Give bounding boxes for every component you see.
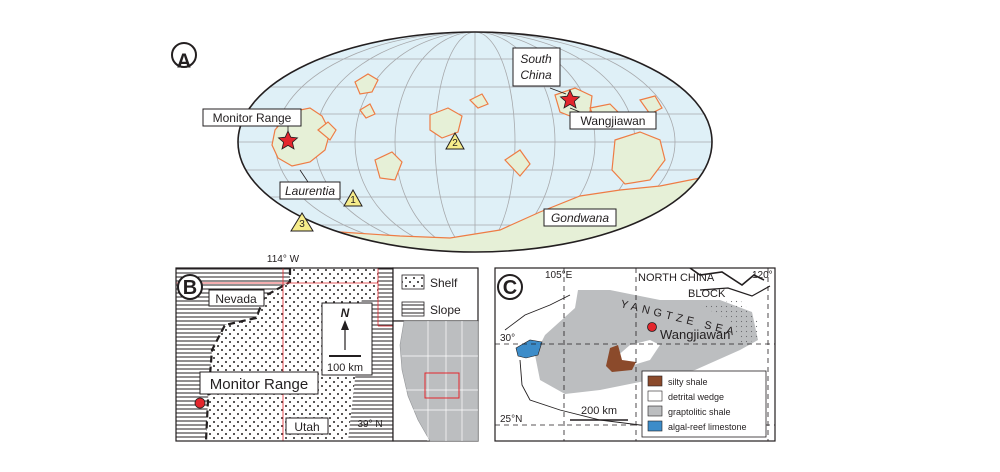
wangjiawan-star bbox=[559, 89, 581, 109]
legend-detrital-wedge-label: detrital wedge bbox=[668, 392, 724, 402]
wangjiawan-label: Wangjiawan bbox=[581, 114, 646, 128]
panel-a: A bbox=[171, 31, 713, 253]
panel-a-letter: A bbox=[177, 50, 191, 72]
lat-north-label: 30° bbox=[500, 333, 515, 344]
monitor-range-label-box bbox=[202, 108, 302, 127]
site-2-marker bbox=[445, 131, 465, 150]
laurentia-label-box bbox=[279, 181, 341, 200]
site-1-label: 1 bbox=[350, 195, 356, 206]
north-arrow-box bbox=[321, 302, 373, 376]
legend-slope-label: Slope bbox=[430, 303, 461, 317]
south-china-label-box bbox=[512, 47, 561, 87]
detrital-wedge-core bbox=[615, 340, 660, 366]
legend-shelf-swatch bbox=[401, 274, 425, 290]
algal-reef-area bbox=[515, 339, 543, 359]
site-3-label: 3 bbox=[299, 219, 305, 230]
panel-b-letter: B bbox=[183, 277, 197, 299]
graticule-c bbox=[495, 268, 775, 441]
monitor-range-label: Monitor Range bbox=[213, 111, 292, 125]
wangjiawan-label-box bbox=[569, 111, 657, 130]
panel-a-letter-circle bbox=[171, 42, 197, 68]
north-china-coast-2 bbox=[699, 285, 771, 297]
monitor-range-star bbox=[277, 130, 299, 150]
scale-label-b: 100 km bbox=[327, 362, 363, 374]
wangjiawan-site-label: Wangjiawan bbox=[660, 327, 730, 342]
globe-outline bbox=[237, 31, 713, 253]
north-china-coast bbox=[689, 268, 765, 286]
panel-c: C 105°E 120° 30° 25°N NORTH CHINA BLOCK … bbox=[494, 267, 776, 442]
lon-west-label: 105°E bbox=[545, 270, 573, 281]
site-3-marker bbox=[290, 212, 314, 232]
lon-east-label: 120° bbox=[752, 270, 773, 281]
nevada-label: Nevada bbox=[215, 292, 257, 306]
panel-c-letter: C bbox=[503, 277, 517, 299]
legend-silty-shale-label: silty shale bbox=[668, 377, 708, 387]
east-islets bbox=[639, 95, 663, 115]
legend-graptolitic-shale-label: graptolitic shale bbox=[668, 407, 731, 417]
lat-south-label: 25°N bbox=[500, 414, 522, 425]
monitor-range-site-dot bbox=[194, 397, 206, 409]
legend-graptolitic-shale-swatch bbox=[647, 405, 663, 417]
west-islets bbox=[359, 103, 376, 119]
south-china-label-1: South bbox=[520, 52, 552, 66]
utah-label-box bbox=[285, 417, 329, 435]
north-china-label-2: BLOCK bbox=[688, 288, 726, 300]
inset-state-lines bbox=[402, 321, 478, 441]
panel-c-frame bbox=[494, 267, 776, 442]
north-china-label-1: NORTH CHINA bbox=[638, 272, 715, 284]
north-letter: N bbox=[341, 306, 350, 320]
gondwana-label-box bbox=[543, 208, 617, 227]
site-1-marker bbox=[343, 188, 363, 207]
inset-study-area bbox=[424, 372, 460, 399]
inset-land bbox=[399, 320, 479, 442]
site-2-label: 2 bbox=[452, 138, 458, 149]
north-arrowhead bbox=[341, 320, 349, 330]
latitude-label: 39° N bbox=[357, 419, 382, 430]
east-continent bbox=[611, 131, 666, 185]
legend-algal-reef-label: algal-reef limestone bbox=[668, 422, 747, 432]
legend-c bbox=[641, 370, 767, 438]
south-china-label-2: China bbox=[520, 68, 552, 82]
panel-b-letter-circle bbox=[177, 274, 203, 300]
laurentia-label: Laurentia bbox=[285, 184, 335, 198]
panel-b: 114° W B Nevada N 100 km Monitor Range U… bbox=[175, 254, 479, 442]
west-coast bbox=[504, 294, 571, 331]
baltica-land bbox=[354, 73, 379, 95]
utah-label: Utah bbox=[294, 420, 319, 434]
nevada-label-box bbox=[208, 289, 265, 307]
longitude-label: 114° W bbox=[267, 254, 300, 265]
gondwana-label: Gondwana bbox=[551, 211, 609, 225]
kazakh-land bbox=[504, 149, 531, 177]
central-islands bbox=[374, 151, 403, 181]
detrital-wedge-area bbox=[700, 300, 760, 345]
legend-shelf-label: Shelf bbox=[430, 276, 458, 290]
legend-detrital-wedge-swatch bbox=[647, 390, 663, 402]
legend-silty-shale-swatch bbox=[647, 375, 663, 387]
monitor-range-site-label: Monitor Range bbox=[210, 376, 308, 393]
legend-algal-reef-swatch bbox=[647, 420, 663, 432]
silty-shale-area bbox=[606, 345, 636, 372]
panel-c-letter-circle bbox=[497, 274, 523, 300]
laurentia-islet bbox=[317, 121, 337, 141]
monitor-range-site-box bbox=[199, 371, 319, 395]
scale-label-c: 200 km bbox=[581, 405, 617, 417]
legend-slope-swatch bbox=[401, 301, 425, 317]
central-islets bbox=[468, 93, 489, 109]
siberia-land bbox=[429, 107, 463, 139]
wangjiawan-site-dot bbox=[647, 322, 657, 332]
